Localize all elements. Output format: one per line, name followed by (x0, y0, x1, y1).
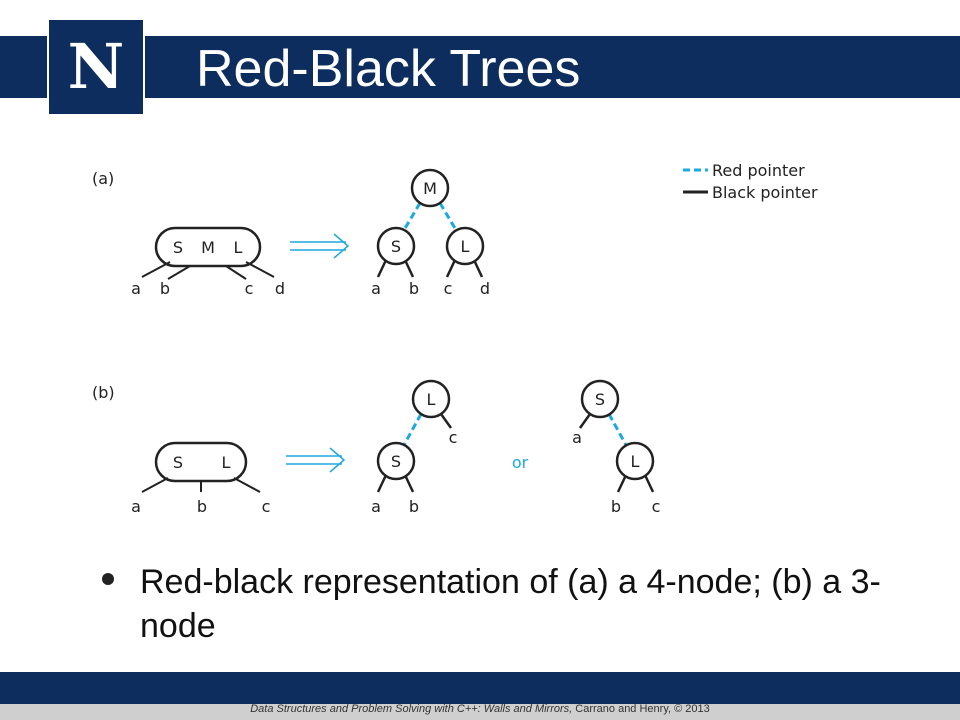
logo-letter: N (68, 30, 125, 103)
logo-n-icon: N (68, 30, 125, 103)
tree-b2-node-s (580, 379, 620, 419)
three-node-child-c: c (262, 497, 271, 516)
tree-b2-edge-b (616, 474, 628, 493)
university-logo: N (47, 18, 145, 116)
three-node-edge-c (233, 477, 261, 493)
tree-a-edge-d (472, 259, 484, 278)
three-node-child-a: a (131, 497, 141, 516)
four-node-child-b: b (160, 279, 170, 298)
tree-b1-node-s (376, 441, 416, 481)
tree-a-node-m (410, 168, 450, 208)
tree-b1-node-s-label: S (391, 452, 401, 471)
tree-a-node-s (376, 226, 416, 266)
tree-b2-node-l-label: L (631, 452, 640, 471)
four-node-edge-a (141, 261, 171, 278)
footer-citation-italic: Data Structures and Problem Solving with… (250, 703, 573, 715)
four-node-key-m: M (201, 238, 215, 257)
tree-b2-leaf-c: c (652, 497, 661, 516)
tree-b1-edge-c (439, 413, 453, 429)
tree-a-leaf-b: b (409, 279, 419, 298)
part-b-label: (b) (92, 383, 115, 402)
legend-red-label: Red pointer (712, 161, 805, 180)
four-node-edge-d (245, 261, 275, 278)
part-a-label: (a) (92, 169, 114, 188)
legend-black-label: Black pointer (712, 183, 818, 202)
tree-a-red-edge-right (438, 202, 458, 231)
bullet-text: Red-black representation of (a) a 4-node… (140, 563, 881, 645)
tree-a-node-l (445, 226, 485, 266)
tree-a-leaf-d: d (480, 279, 490, 298)
tree-a-edge-b (403, 259, 415, 278)
tree-a-node-s-label: S (391, 237, 401, 256)
four-node-key-l: L (234, 238, 243, 257)
footer-citation-plain: Carrano and Henry, © 2013 (572, 703, 710, 715)
four-node-edge-b (167, 265, 191, 280)
bullet-dot (102, 573, 114, 585)
tree-b2-red-edge (607, 413, 628, 446)
four-node-key-s: S (173, 238, 183, 257)
tree-a-red-edge-left (402, 202, 422, 231)
four-node (154, 226, 262, 268)
four-node-child-c: c (245, 279, 254, 298)
three-node-edge-a (141, 477, 169, 493)
tree-a-leaf-a: a (371, 279, 381, 298)
tree-a-edge-a (376, 259, 388, 278)
transform-arrow-b (286, 447, 346, 473)
three-node-key-l: L (222, 453, 231, 472)
tree-b1-red-edge (402, 413, 423, 446)
header-bar (0, 36, 960, 98)
red-black-diagram: Red pointer Black pointer (a) S M L a b … (92, 161, 818, 516)
tree-b2-leaf-a: a (572, 428, 582, 447)
tree-b2-edge-c (643, 474, 655, 493)
three-node (154, 441, 248, 483)
footer-bar (0, 672, 960, 704)
footer-citation: Data Structures and Problem Solving with… (0, 702, 960, 716)
slide-title: Red-Black Trees (196, 40, 581, 98)
transform-arrow-a (290, 233, 350, 259)
tree-b1-leaf-b: b (409, 497, 419, 516)
tree-b1-leaf-a: a (371, 497, 381, 516)
tree-b1-edge-a (376, 474, 388, 493)
tree-a-node-l-label: L (461, 237, 470, 256)
tree-b2-node-s-label: S (595, 390, 605, 409)
three-node-key-s: S (173, 453, 183, 472)
or-label: or (512, 453, 529, 472)
three-node-child-b: b (197, 497, 207, 516)
tree-b1-node-l (411, 379, 451, 419)
four-node-edge-c (225, 265, 247, 280)
footer-strip (0, 704, 960, 720)
four-node-child-a: a (131, 279, 141, 298)
tree-b2-edge-a (578, 413, 592, 429)
tree-b2-leaf-b: b (611, 497, 621, 516)
tree-b2-node-l (615, 441, 655, 481)
tree-a-leaf-c: c (444, 279, 453, 298)
tree-b1-node-l-label: L (427, 390, 436, 409)
four-node-child-d: d (275, 279, 285, 298)
tree-b1-leaf-c: c (449, 428, 458, 447)
tree-b1-edge-b (403, 474, 415, 493)
tree-a-node-m-label: M (423, 179, 437, 198)
tree-a-edge-c (445, 259, 457, 278)
